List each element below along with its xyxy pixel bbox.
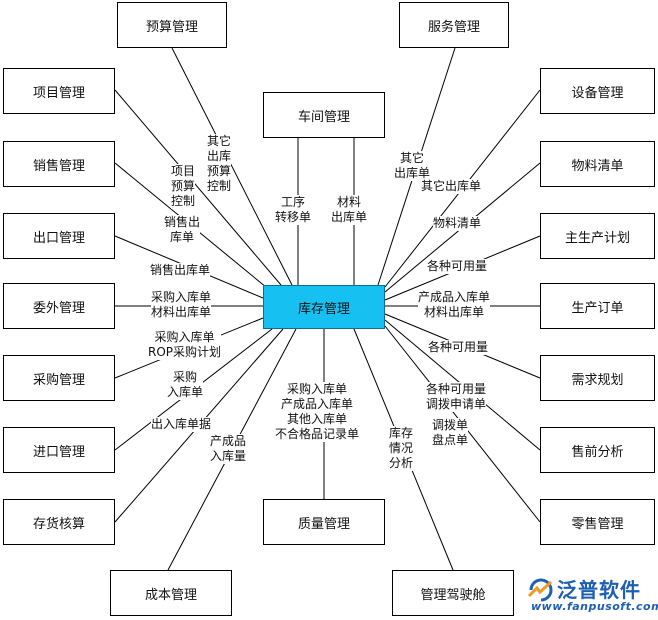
edge-label-quality: 采购入库单 产成品入库单 其他入库单 不合格品记录单 [275,382,360,442]
edge-label-project: 项目 预算 控制 [171,164,196,209]
node-inventory-management-center: 库存管理 [263,285,385,329]
fanpu-logo-icon [527,578,553,602]
node-presales-analysis: 售前分析 [540,427,655,473]
edge-label-service: 其它 出库单 [394,151,431,181]
edge-label-workshop-2: 材料 出库单 [331,195,368,225]
node-outsourcing-management: 委外管理 [3,283,115,329]
node-equipment-management: 设备管理 [540,68,655,114]
node-inventory-accounting: 存货核算 [3,499,115,545]
edge-label-purchasing: 采购入库单 ROP采购计划 [148,330,222,360]
edge-budget [171,47,293,286]
edge-label-demand-planning: 各种可用量 [428,340,489,355]
node-quality-management: 质量管理 [263,499,385,545]
edge-label-mps: 各种可用量 [427,259,488,274]
node-sales-management: 销售管理 [3,141,115,187]
edge-label-budget: 其它 出库 预算 控制 [207,134,232,194]
fanpusoft-logo: 泛普软件 www.fanpusoft.com [527,574,658,620]
edge-label-outsourcing: 采购入库单 材料出库单 [151,290,212,320]
node-bill-of-materials: 物料清单 [540,141,655,187]
edge-label-bom: 物料清单 [433,216,482,231]
edge-label-sales-1: 销售出 库单 [164,215,201,245]
node-demand-planning: 需求规划 [540,355,655,401]
node-workshop-management: 车间管理 [263,92,385,138]
node-import-management: 进口管理 [3,427,115,473]
node-cost-management: 成本管理 [110,570,232,616]
edge-label-production-order: 产成品入库单 材料出库单 [418,290,491,320]
edge-project [114,89,282,286]
edge-label-sales-2: 销售出库单 [150,263,211,278]
edge-label-inventory-accounting: 出入库单据 [151,417,212,432]
edge-label-cockpit: 库存 情况 分析 [389,426,414,471]
node-production-order: 生产订单 [540,283,655,329]
edge-label-equipment: 其它出库单 [421,179,482,194]
edge-label-import: 采购 入库单 [167,370,204,400]
edge-label-cost: 产成品 入库量 [210,434,247,464]
node-project-management: 项目管理 [3,68,115,114]
node-master-production-schedule: 主生产计划 [540,213,655,259]
node-retail-management: 零售管理 [540,499,655,545]
edge-label-presales: 各种可用量 调拨申请单 [426,382,487,412]
node-export-management: 出口管理 [3,213,115,259]
node-budget-management: 预算管理 [117,2,227,48]
logo-url: www.fanpusoft.com [531,600,658,613]
node-purchasing-management: 采购管理 [3,355,115,401]
logo-brand-name: 泛普软件 [557,578,641,602]
edge-label-workshop-1: 工序 转移单 [275,195,312,225]
node-management-cockpit: 管理驾驶舱 [392,570,514,616]
node-service-management: 服务管理 [399,2,509,48]
edge-label-retail: 调拨单 盘点单 [432,418,469,448]
